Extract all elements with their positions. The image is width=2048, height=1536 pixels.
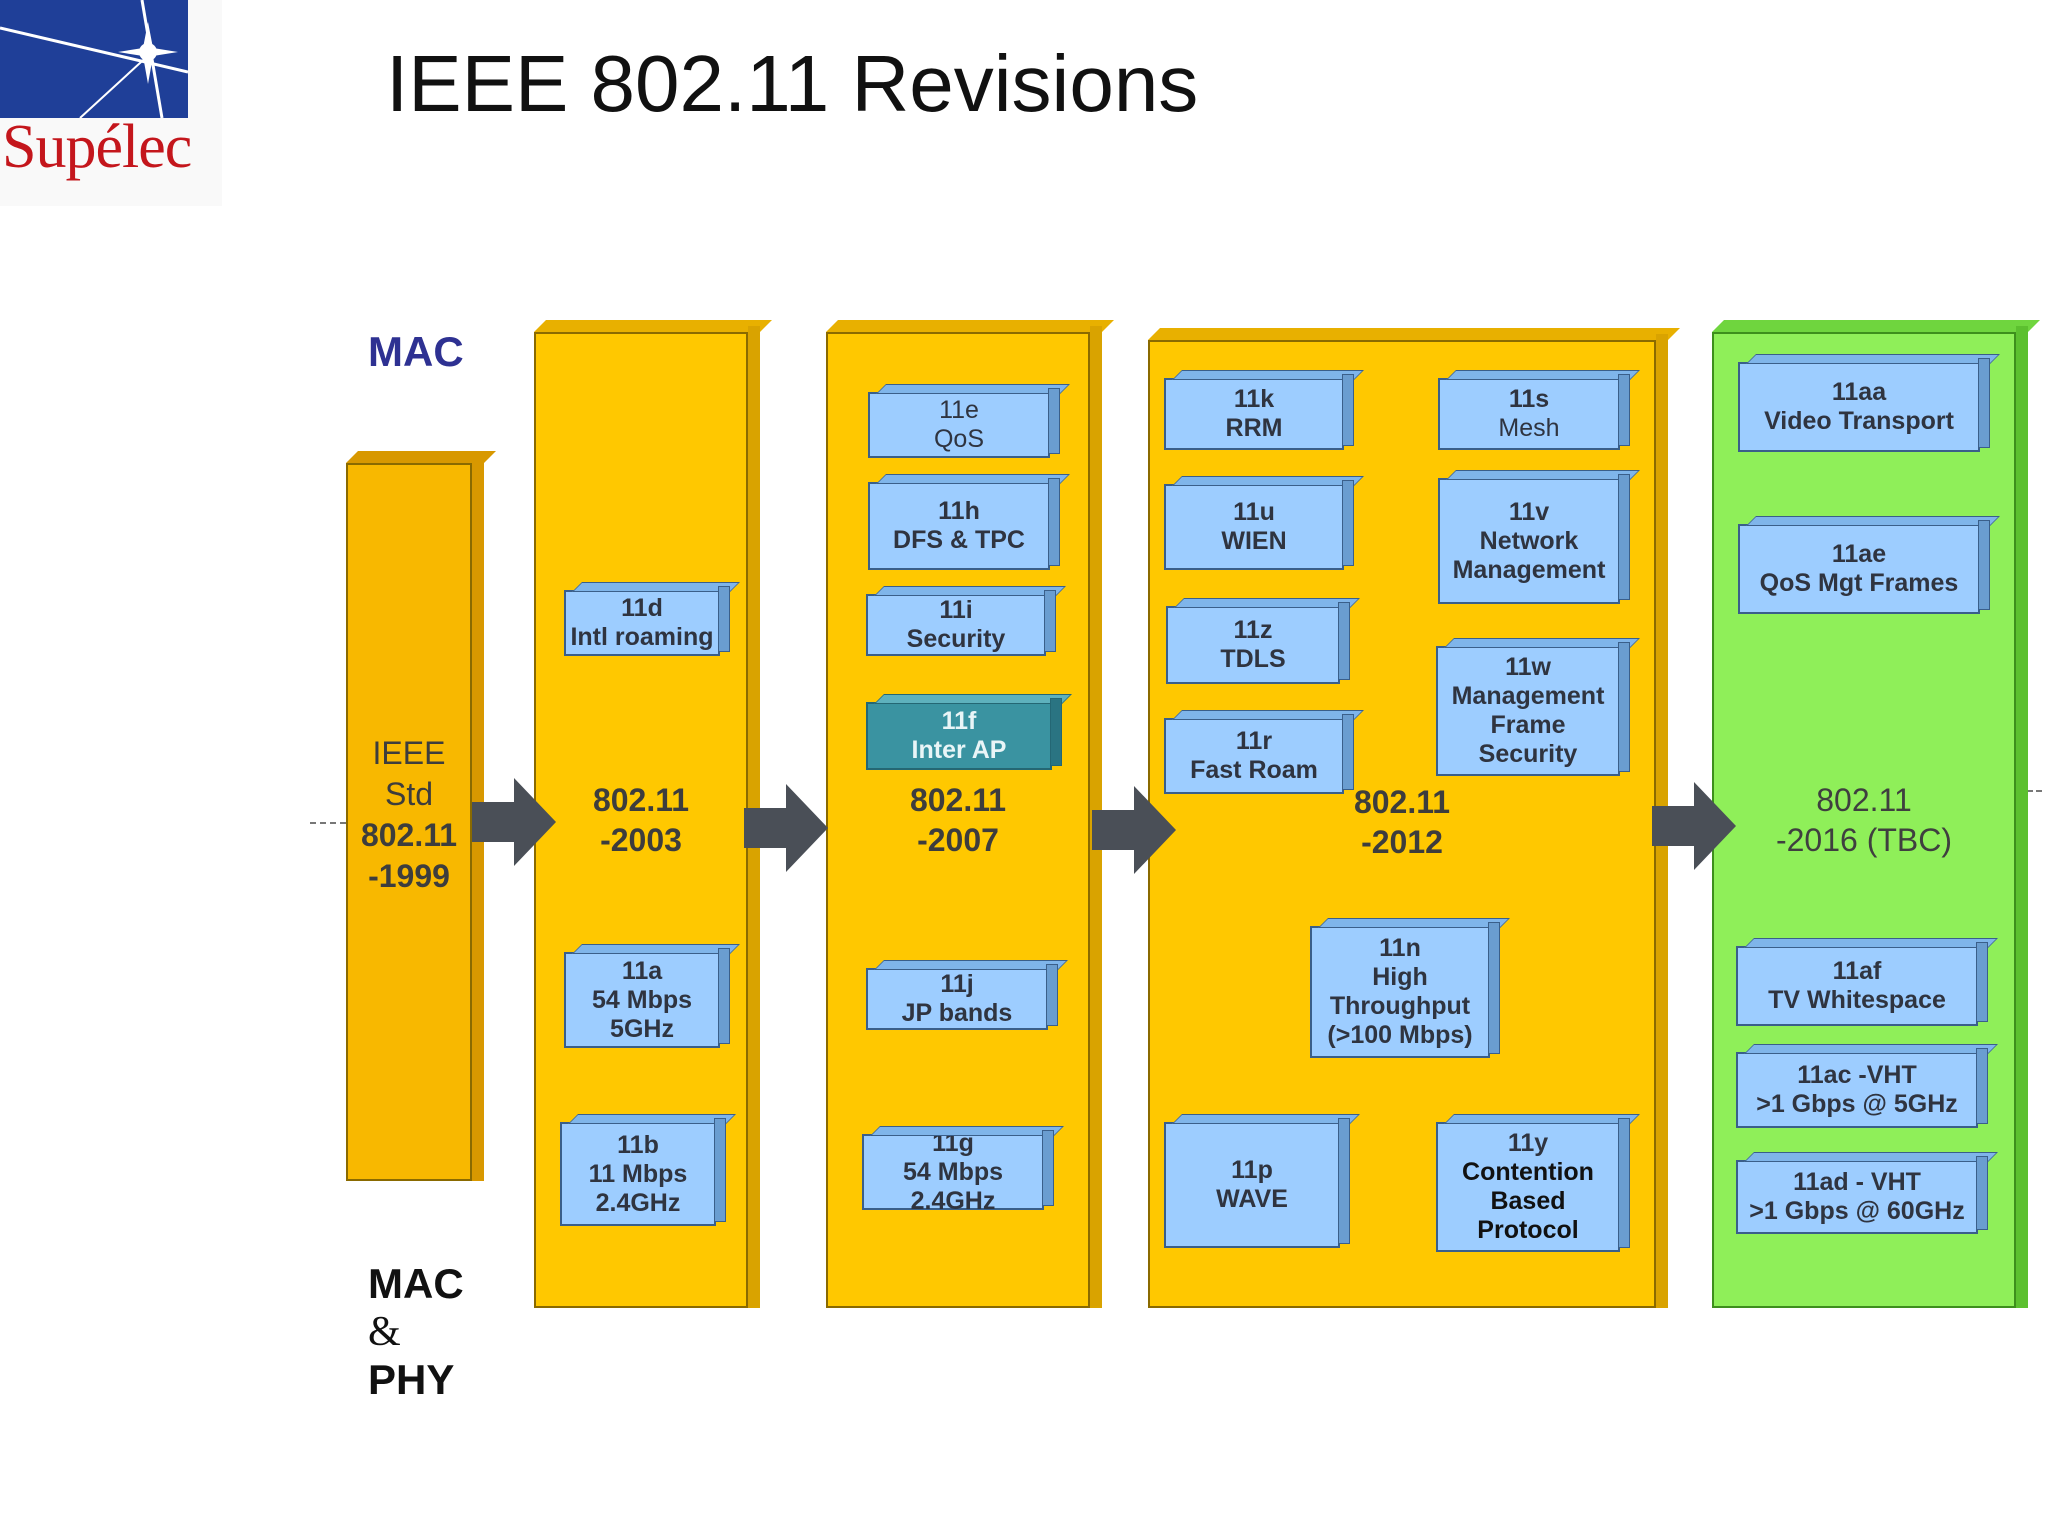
box-11ad: 11ad - VHT>1 Gbps @ 60GHz	[1736, 1156, 1988, 1234]
column-2012-label: 802.11 -2012	[1353, 784, 1451, 860]
column-2007-label: 802.11 -2007	[909, 782, 1007, 858]
column-2016: 802.11 -2016 (TBC)	[1712, 320, 2040, 1308]
column-1999: IEEE Std 802.11 -1999	[346, 451, 496, 1181]
mac-label-bottom: MAC	[368, 1260, 464, 1307]
star-icon	[0, 0, 188, 118]
column-2016-label: 802.11 -2016 (TBC)	[1775, 782, 1953, 858]
arrow-right-icon	[1652, 782, 1736, 870]
phy-label: PHY	[368, 1356, 455, 1403]
box-11ac: 11ac -VHT>1 Gbps @ 5GHz	[1736, 1048, 1988, 1128]
mac-phy-label: MAC & PHY	[368, 1260, 464, 1404]
logo-emblem	[0, 0, 188, 118]
logo-text: Supélec	[2, 113, 192, 181]
arrow-right-icon	[1092, 786, 1176, 874]
arrow-right-icon	[744, 784, 828, 872]
baseline-dash-left	[310, 822, 346, 824]
supelec-logo: Supélec	[0, 0, 222, 206]
ampersand: &	[368, 1309, 401, 1355]
slide-title: IEEE 802.11 Revisions	[386, 39, 1199, 128]
mac-label: MAC	[368, 328, 464, 375]
column-2003-label: 802.11 -2003	[592, 782, 690, 858]
arrow-right-icon	[472, 778, 556, 866]
column-1999-label: IEEE Std 802.11 -1999	[360, 735, 458, 894]
baseline-dash-right	[2018, 790, 2042, 792]
